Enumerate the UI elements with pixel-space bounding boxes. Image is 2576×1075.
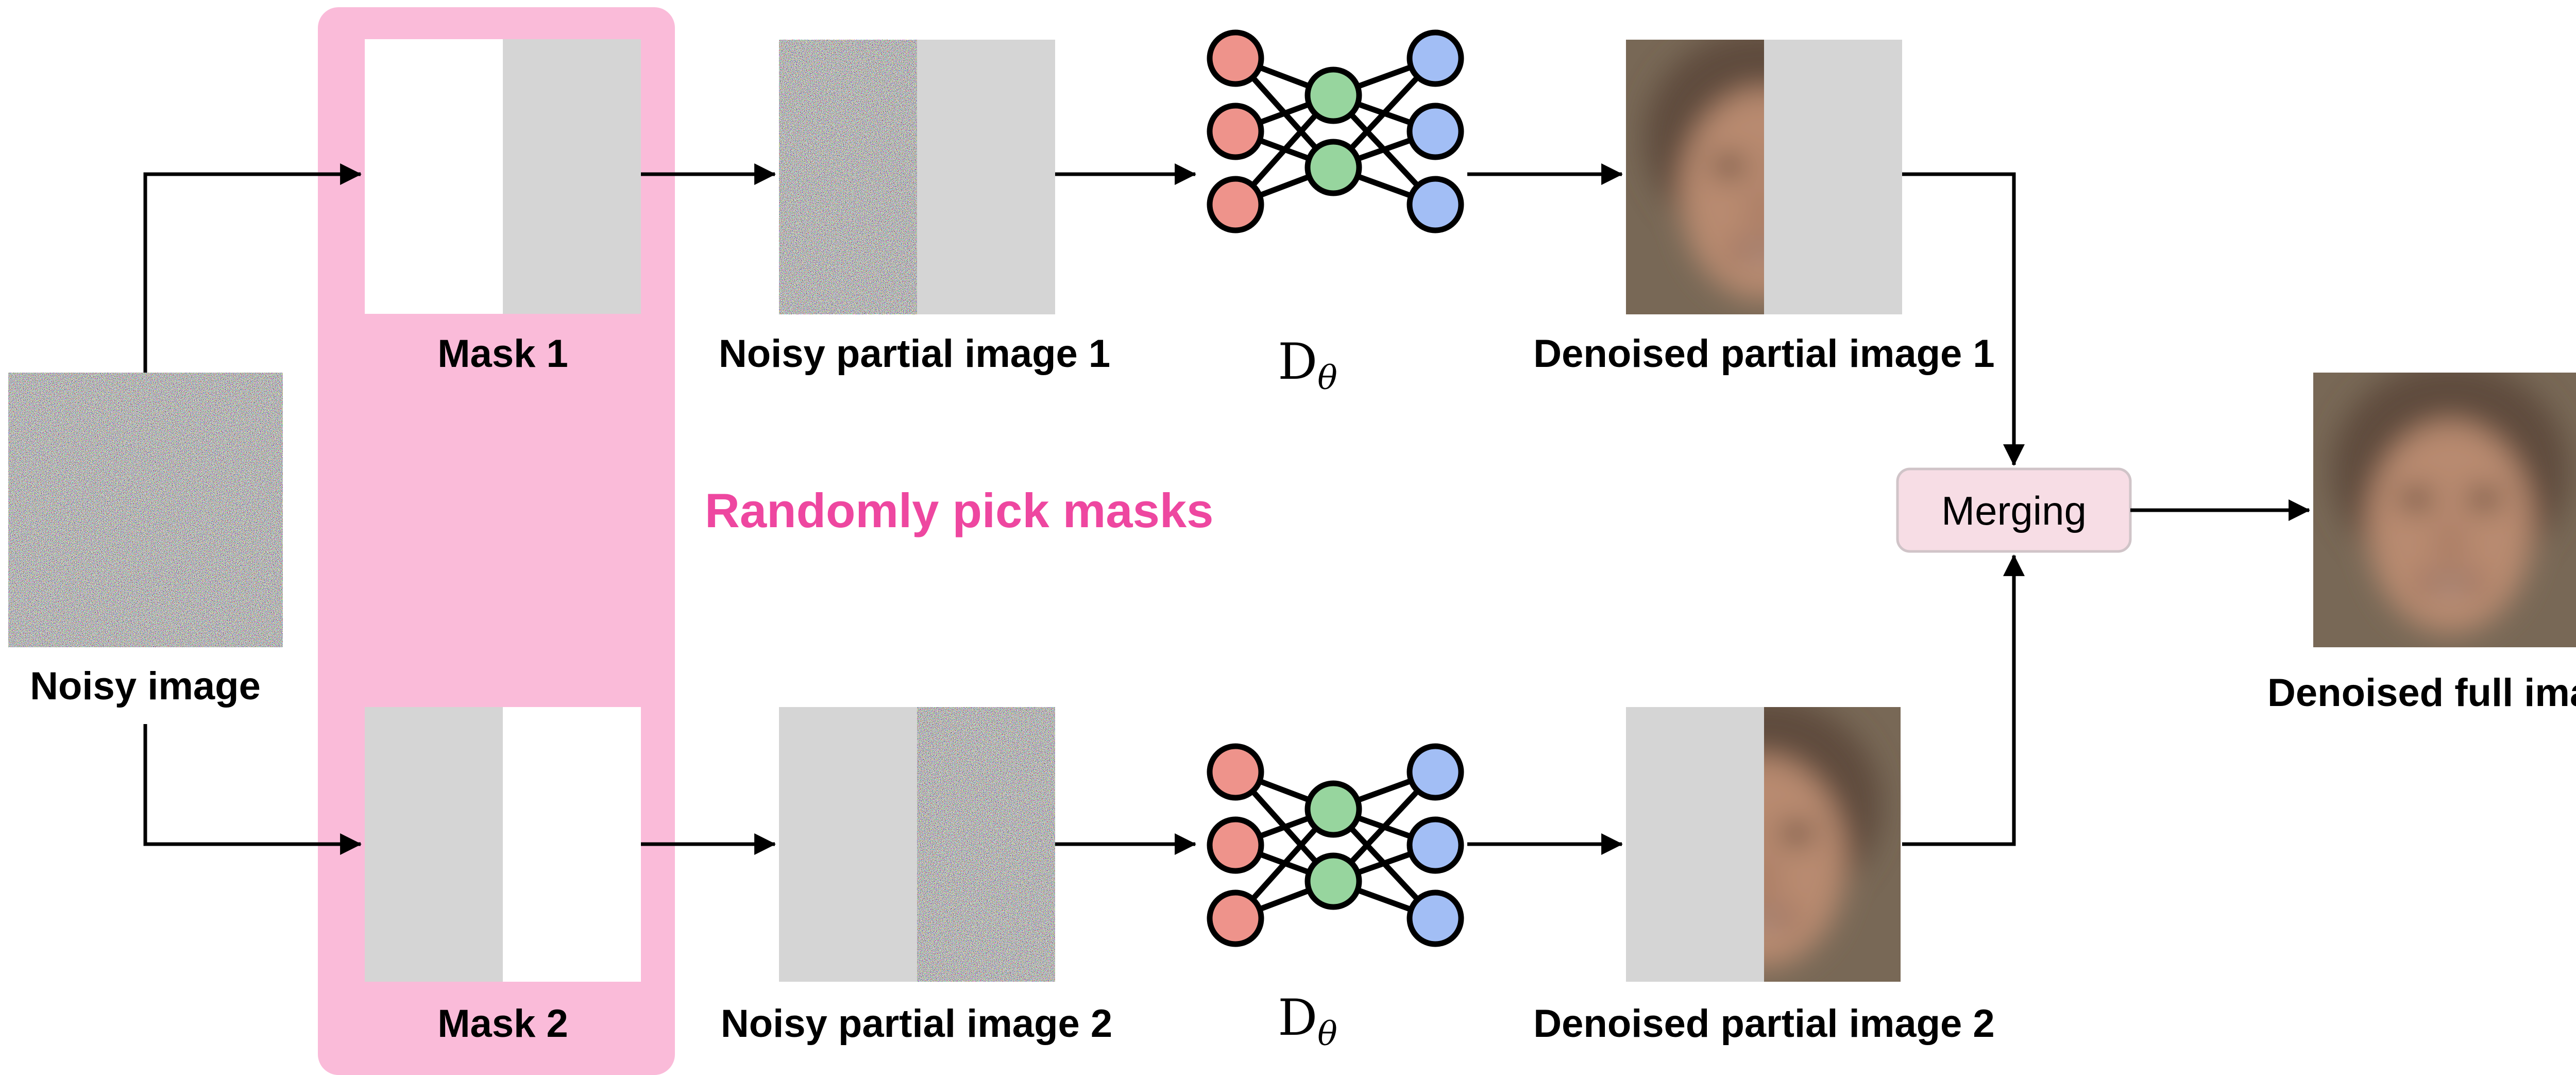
noisy-image: [8, 373, 283, 647]
merging-label: Merging: [1941, 488, 2087, 533]
mask-2-label: Mask 2: [437, 1002, 568, 1046]
output-node: [1406, 743, 1464, 801]
denoiser-bottom-label: Dθ: [1278, 989, 1337, 1053]
denoised-partial-image-1: [1626, 40, 1902, 314]
denoised-partial-image-2-label: Denoised partial image 2: [1533, 1002, 1994, 1046]
hidden-node: [1304, 780, 1362, 838]
denoiser-network-bottom: [1207, 743, 1464, 947]
arrow-output-2-to-merging: [1902, 554, 2025, 846]
output-node: [1406, 889, 1464, 947]
output-node: [1406, 29, 1464, 87]
input-node: [1207, 103, 1264, 160]
noisy-partial-image-2: [779, 707, 1055, 982]
output-node: [1406, 103, 1464, 160]
input-node: [1207, 176, 1264, 233]
output-node: [1406, 176, 1464, 233]
arrows: [143, 163, 2311, 855]
arrow-output-1-to-merging: [1902, 172, 2025, 466]
input-node: [1207, 889, 1264, 947]
arrow-input-to-mask-1: [143, 163, 362, 373]
arrow-input-to-mask-2: [143, 724, 362, 855]
denoiser-network-top: [1207, 29, 1464, 233]
denoiser-top-label: Dθ: [1278, 333, 1337, 397]
denoised-full-image: [2313, 362, 2576, 647]
output-node: [1406, 816, 1464, 874]
noisy-image-label: Noisy image: [30, 664, 261, 708]
input-node: [1207, 743, 1264, 801]
denoised-partial-image-2: [1626, 707, 1901, 982]
noisy-partial-image-1-label: Noisy partial image 1: [719, 332, 1110, 376]
denoised-partial-image-1-label: Denoised partial image 1: [1533, 332, 1994, 376]
noisy-partial-image-1: [779, 40, 1055, 314]
mask-1: [365, 39, 641, 314]
randomly-pick-masks-label: Randomly pick masks: [705, 483, 1213, 538]
denoised-full-image-label: Denoised full image: [2267, 671, 2576, 715]
hidden-node: [1304, 852, 1362, 910]
noisy-partial-image-2-label: Noisy partial image 2: [721, 1002, 1112, 1046]
input-node: [1207, 29, 1264, 87]
mask-2: [365, 707, 641, 982]
hidden-node: [1304, 66, 1362, 124]
hidden-node: [1304, 139, 1362, 196]
input-node: [1207, 816, 1264, 874]
merging-box: Merging: [1896, 467, 2132, 553]
mask-1-label: Mask 1: [437, 332, 568, 376]
